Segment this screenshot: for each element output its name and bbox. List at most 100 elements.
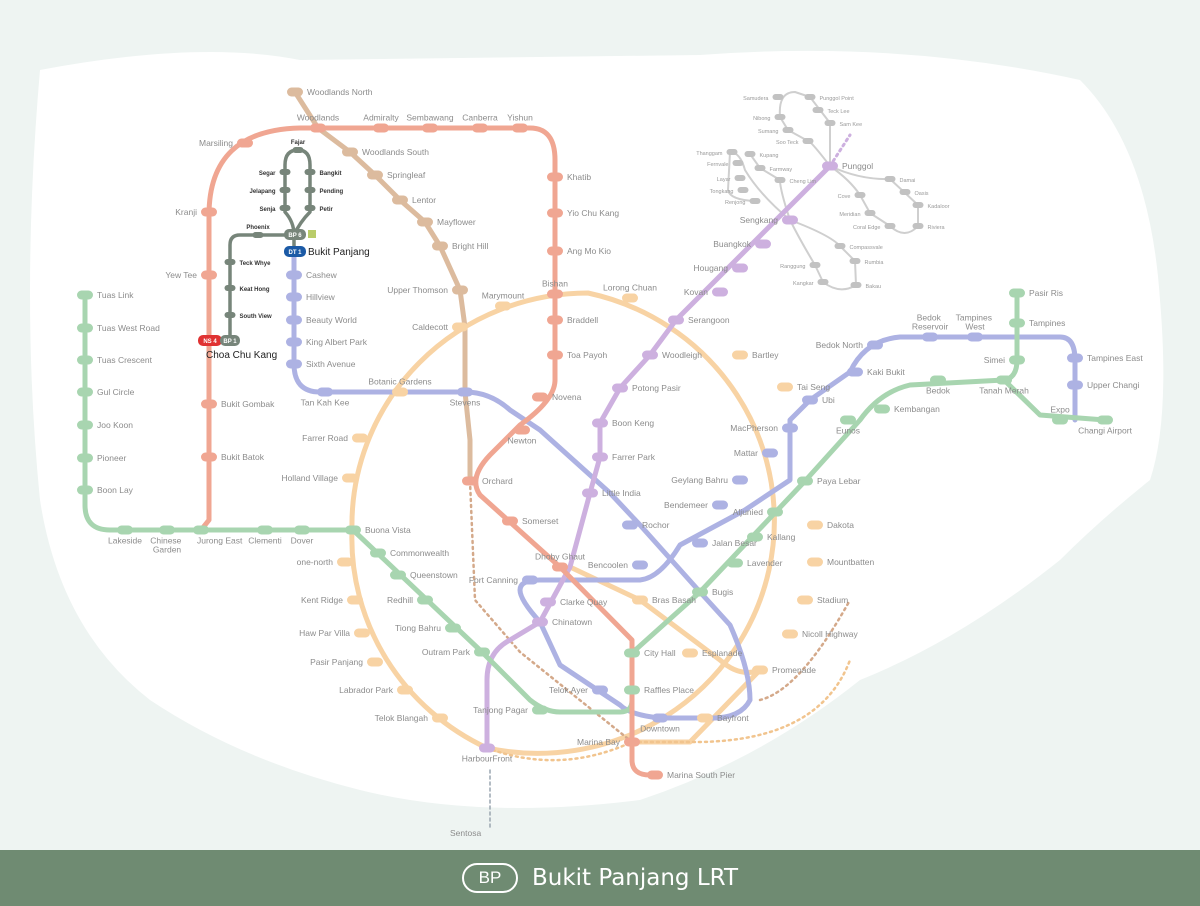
station-kovan[interactable]: Kovan	[684, 287, 728, 297]
station-meridian[interactable]: Meridian	[839, 210, 876, 218]
station-bakau[interactable]: Bakau	[850, 282, 882, 290]
station-dakota[interactable]: Dakota	[807, 520, 854, 530]
station-buangkok[interactable]: Buangkok	[713, 239, 771, 249]
station-oasis[interactable]: Oasis	[899, 189, 929, 197]
station-teck-whye[interactable]: Teck Whye	[224, 259, 272, 267]
station-upper-thomson[interactable]: Upper Thomson	[387, 285, 468, 295]
station-bras-basah[interactable]: Bras Basah	[632, 595, 696, 605]
station-bishan[interactable]: Bishan	[542, 279, 568, 299]
station-khatib[interactable]: Khatib	[547, 172, 591, 182]
station-esplanade[interactable]: Esplanade	[682, 648, 742, 658]
station-king-albert-park[interactable]: King Albert Park	[286, 337, 368, 347]
station-choa-chu-kang[interactable]: NS 4 BP 1 Choa Chu Kang	[198, 335, 277, 361]
station-promenade[interactable]: Promenade	[752, 665, 816, 675]
station-boon-keng[interactable]: Boon Keng	[592, 418, 654, 428]
station-clementi[interactable]: Clementi	[248, 525, 282, 546]
station-nibong[interactable]: Nibong	[753, 114, 786, 122]
station-aljunied[interactable]: Aljunied	[733, 507, 783, 517]
station-ubi[interactable]: Ubi	[802, 395, 835, 405]
station-fajar[interactable]: Fajar	[291, 140, 306, 153]
station-downtown[interactable]: Downtown	[640, 713, 680, 734]
station-kangkar[interactable]: Kangkar	[793, 279, 829, 287]
station-orchard[interactable]: Orchard	[462, 476, 513, 486]
station-bartley[interactable]: Bartley	[732, 350, 779, 360]
station-punggol-point[interactable]: Punggol Point	[804, 94, 855, 102]
station-pasir-ris[interactable]: Pasir Ris	[1009, 288, 1063, 298]
station-bukit-panjang[interactable]: BP 6 DT 1 Bukit Panjang	[284, 229, 370, 258]
station-senja[interactable]: Senja	[259, 205, 291, 213]
station-lavender[interactable]: Lavender	[727, 558, 783, 568]
station-tuas-link[interactable]: Tuas Link	[77, 290, 134, 300]
station-sam-kee[interactable]: Sam Kee	[824, 120, 863, 128]
station-south-view[interactable]: South View	[224, 312, 273, 320]
station-kranji[interactable]: Kranji	[175, 207, 217, 217]
station-springleaf[interactable]: Springleaf	[367, 170, 426, 180]
station-samudera[interactable]: Samudera	[743, 94, 784, 102]
station-teck-lee[interactable]: Teck Lee	[812, 107, 850, 115]
station-bangkit[interactable]: Bangkit	[304, 169, 342, 177]
station-holland-village[interactable]: Holland Village	[281, 473, 358, 483]
station-paya-lebar[interactable]: Paya Lebar	[797, 476, 861, 486]
station-eunos[interactable]: Eunos	[836, 415, 860, 436]
station-commonwealth[interactable]: Commonwealth	[370, 548, 449, 558]
station-yew-tee[interactable]: Yew Tee	[165, 270, 217, 280]
station-kallang[interactable]: Kallang	[747, 532, 796, 542]
station-upper-changi[interactable]: Upper Changi	[1067, 380, 1140, 390]
station-hillview[interactable]: Hillview	[286, 292, 336, 302]
station-ang-mo-kio[interactable]: Ang Mo Kio	[547, 246, 611, 256]
station-mountbatten[interactable]: Mountbatten	[807, 557, 875, 567]
station-chinese-garden[interactable]: Chinese Garden	[150, 525, 184, 555]
station-lakeside[interactable]: Lakeside	[108, 525, 142, 546]
station-admiralty[interactable]: Admiralty	[363, 113, 399, 133]
station-woodlands-north[interactable]: Woodlands North	[287, 87, 373, 97]
station-dover[interactable]: Dover	[291, 525, 314, 546]
station-jurong-east[interactable]: Jurong East	[193, 525, 243, 546]
station-labrador-park[interactable]: Labrador Park	[339, 685, 413, 695]
station-dhoby-ghaut[interactable]: Dhoby Ghaut	[535, 552, 586, 572]
station-cove[interactable]: Cove	[838, 192, 866, 200]
station-tai-seng[interactable]: Tai Seng	[777, 382, 830, 392]
station-braddell[interactable]: Braddell	[547, 315, 598, 325]
station-farrer-park[interactable]: Farrer Park	[592, 452, 656, 462]
station-somerset[interactable]: Somerset	[502, 516, 559, 526]
station-jelapang[interactable]: Jelapang	[249, 187, 291, 195]
station-changi-airport[interactable]: Changi Airport	[1078, 415, 1133, 436]
station-tanjong-pagar[interactable]: Tanjong Pagar	[473, 705, 548, 715]
station-lorong-chuan[interactable]: Lorong Chuan	[603, 283, 657, 303]
station-toa-payoh[interactable]: Toa Payoh	[547, 350, 607, 360]
station-tuas-west-road[interactable]: Tuas West Road	[77, 323, 160, 333]
station-beauty-world[interactable]: Beauty World	[286, 315, 357, 325]
station-pasir-panjang[interactable]: Pasir Panjang	[310, 657, 383, 667]
station-soo-teck[interactable]: Soo Teck	[776, 138, 814, 146]
station-tongkang[interactable]: Tongkang	[710, 187, 749, 195]
station-boon-lay[interactable]: Boon Lay	[77, 485, 134, 495]
station-nicoll-highway[interactable]: Nicoll Highway	[782, 629, 858, 639]
station-macpherson[interactable]: MacPherson	[730, 423, 798, 433]
station-bedok-reservoir[interactable]: Bedok Reservoir	[912, 313, 949, 342]
station-bukit-gombak[interactable]: Bukit Gombak	[201, 399, 275, 409]
station-tuas-crescent[interactable]: Tuas Crescent	[77, 355, 153, 365]
station-yio-chu-kang[interactable]: Yio Chu Kang	[547, 208, 619, 218]
station-marina-south-pier[interactable]: Marina South Pier	[647, 770, 735, 780]
station-kadaloor[interactable]: Kadaloor	[912, 202, 950, 210]
station-little-india[interactable]: Little India	[582, 488, 641, 498]
station-buona-vista[interactable]: Buona Vista	[345, 525, 411, 535]
station-telok-ayer[interactable]: Telok Ayer	[549, 685, 608, 695]
station-thanggam[interactable]: Thanggam	[696, 149, 738, 157]
station-segar[interactable]: Segar	[259, 169, 291, 177]
station-gul-circle[interactable]: Gul Circle	[77, 387, 135, 397]
station-city-hall[interactable]: City Hall	[624, 648, 676, 658]
station-raffles-place[interactable]: Raffles Place	[624, 685, 694, 695]
station-mayflower[interactable]: Mayflower	[417, 217, 476, 227]
station-queenstown[interactable]: Queenstown	[390, 570, 458, 580]
station-farrer-road[interactable]: Farrer Road	[302, 433, 368, 443]
station-rochor[interactable]: Rochor	[622, 520, 670, 530]
station-jalan-besar[interactable]: Jalan Besar	[692, 538, 757, 548]
station-yishun[interactable]: Yishun	[507, 113, 533, 133]
station-redhill[interactable]: Redhill	[387, 595, 433, 605]
station-cashew[interactable]: Cashew	[286, 270, 338, 280]
station-sixth-avenue[interactable]: Sixth Avenue	[286, 359, 356, 369]
station-bugis[interactable]: Bugis	[692, 587, 733, 597]
station-potong-pasir[interactable]: Potong Pasir	[612, 383, 681, 393]
station-layar[interactable]: Layar	[717, 175, 746, 183]
